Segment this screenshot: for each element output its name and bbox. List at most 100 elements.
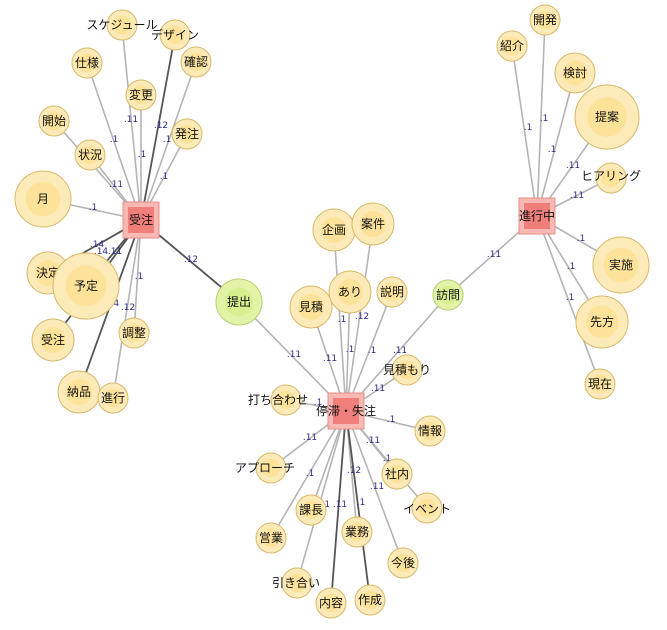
word-node-jucyu2[interactable]: 受注 — [31, 318, 75, 362]
cluster-node-label: 停滞・失注 — [316, 403, 376, 418]
word-node-label: 内容 — [319, 595, 343, 610]
word-node-kikaku[interactable]: 企画 — [312, 208, 356, 252]
word-node-gyoumu[interactable]: 業務 — [341, 516, 373, 548]
nodes-layer: 受注停滞・失注進行中スケジュールデザイン仕様確認変更開始発注状況月決定予定受注調… — [14, 4, 650, 619]
edge-weight-label: .14 — [90, 240, 105, 250]
word-node-shanai[interactable]: 社内 — [381, 458, 413, 490]
edge-weight-label: .1 — [160, 172, 169, 182]
word-node-label: 検討 — [563, 65, 587, 80]
word-node-label: 提案 — [595, 109, 619, 124]
cluster-node-shinkou[interactable]: 進行中 — [518, 197, 556, 235]
word-node-teian[interactable]: 提案 — [574, 84, 640, 150]
word-node-houmon[interactable]: 訪問 — [432, 279, 464, 311]
word-node-eigyou[interactable]: 営業 — [255, 522, 287, 554]
edge-weight-label: .12 — [121, 303, 135, 313]
word-node-sakusei[interactable]: 作成 — [354, 584, 386, 616]
word-node-label: 作成 — [358, 593, 382, 607]
word-node-joukyou[interactable]: 状況 — [74, 139, 106, 171]
word-node-nouhin[interactable]: 納品 — [57, 370, 101, 414]
edge-jucyu-sched — [121, 24, 142, 221]
edge-jucyu-chousei — [133, 219, 142, 334]
word-node-jisshi[interactable]: 実施 — [592, 236, 650, 294]
word-node-label: 説明 — [380, 284, 404, 299]
word-node-mitsumori2[interactable]: 見積もり — [383, 354, 431, 386]
word-node-label: 企画 — [322, 222, 346, 237]
edge-weight-label: .11 — [371, 384, 385, 394]
edge-labels-layer: .11.12.1.1.1.1.11.1.14.11.14.12.1.12.14.… — [89, 114, 586, 510]
word-node-event[interactable]: イベント — [403, 492, 451, 524]
word-node-shinkou2[interactable]: 進行 — [97, 382, 129, 414]
edge-jucyu-shinkou2 — [112, 219, 142, 399]
edge-weight-label: .12 — [355, 312, 369, 322]
cluster-node-jucyu[interactable]: 受注 — [122, 201, 160, 239]
word-node-label: あり — [338, 285, 362, 299]
word-node-kongo[interactable]: 今後 — [387, 547, 419, 579]
word-node-design[interactable]: デザイン — [151, 19, 199, 51]
word-node-uchiawase[interactable]: 打ち合わせ — [248, 384, 308, 416]
edge-weight-label: .11 — [108, 247, 122, 257]
edge-weight-label: .1 — [567, 262, 576, 272]
word-node-ari[interactable]: あり — [328, 270, 372, 314]
word-node-label: 月 — [37, 192, 49, 206]
word-node-label: 引き合い — [272, 575, 320, 590]
word-node-label: 営業 — [259, 531, 283, 545]
edge-weight-label: .1 — [383, 454, 392, 464]
edge-weight-label: .11 — [333, 500, 347, 510]
word-node-label: 見積もり — [383, 362, 431, 377]
edge-shinkou-kaihatsu — [536, 19, 546, 217]
word-node-setsumei[interactable]: 説明 — [376, 276, 408, 308]
word-node-label: スケジュール — [86, 18, 157, 32]
word-node-sakikata[interactable]: 先方 — [575, 295, 629, 349]
word-node-teishutsu[interactable]: 提出 — [215, 278, 263, 326]
edge-weight-label: .11 — [370, 482, 384, 492]
word-node-label: 社内 — [385, 466, 409, 481]
word-node-hacchu[interactable]: 発注 — [171, 118, 203, 150]
edge-weight-label: .11 — [287, 350, 301, 360]
word-node-henkou[interactable]: 変更 — [125, 79, 157, 111]
word-node-approach[interactable]: アプローチ — [235, 452, 295, 484]
word-node-genzai[interactable]: 現在 — [584, 368, 616, 400]
word-node-kakunin[interactable]: 確認 — [180, 46, 212, 78]
cluster-node-label: 受注 — [129, 212, 153, 227]
edge-weight-label: .1 — [566, 293, 575, 303]
word-node-naiyou[interactable]: 内容 — [315, 587, 347, 619]
edge-weight-label: .1 — [540, 114, 549, 124]
edge-teitai-anken — [345, 223, 374, 412]
edge-weight-label: .11 — [393, 346, 407, 356]
word-node-hikiai[interactable]: 引き合い — [272, 567, 320, 599]
edge-weight-label: .1 — [524, 123, 533, 133]
word-node-label: 納品 — [67, 385, 91, 399]
word-node-shiyou[interactable]: 仕様 — [71, 47, 103, 79]
word-node-label: デザイン — [151, 27, 199, 42]
word-node-shoukai[interactable]: 紹介 — [496, 30, 528, 62]
edge-weight-label: .11 — [366, 436, 380, 446]
word-node-label: 今後 — [391, 555, 415, 570]
word-node-kaihatsu[interactable]: 開発 — [529, 4, 561, 36]
edge-weight-label: .1 — [306, 469, 315, 479]
word-node-mitsumori[interactable]: 見積 — [289, 285, 333, 329]
word-node-kachou[interactable]: 課長 — [295, 494, 327, 526]
edge-jucyu-design — [140, 34, 176, 221]
word-node-anken[interactable]: 案件 — [351, 202, 395, 246]
edge-weight-label: .1 — [368, 346, 377, 356]
word-node-kentou[interactable]: 検討 — [554, 52, 596, 94]
edge-teitai-kongo — [345, 410, 404, 564]
word-node-hearing[interactable]: ヒアリング — [581, 162, 641, 194]
edge-weight-label: .1 — [135, 272, 144, 282]
edge-teitai-naiyou — [330, 410, 347, 604]
word-node-label: 進行 — [101, 391, 125, 405]
word-node-sched[interactable]: スケジュール — [86, 9, 158, 41]
word-node-label: 受注 — [41, 332, 65, 347]
word-node-label: 打ち合わせ — [248, 392, 308, 407]
word-node-kaishi[interactable]: 開始 — [38, 105, 70, 137]
edge-teitai-houmon — [345, 294, 449, 412]
word-node-tsuki[interactable]: 月 — [14, 170, 72, 228]
edge-teitai-eigyou — [270, 410, 347, 539]
cluster-node-teitai[interactable]: 停滞・失注 — [316, 392, 376, 430]
word-node-yotei[interactable]: 予定 — [52, 252, 120, 320]
edge-weight-label: .11 — [323, 354, 337, 364]
word-node-chousei[interactable]: 調整 — [118, 317, 150, 349]
word-node-jouhou[interactable]: 情報 — [414, 415, 446, 447]
edge-weight-label: .1 — [314, 398, 323, 408]
